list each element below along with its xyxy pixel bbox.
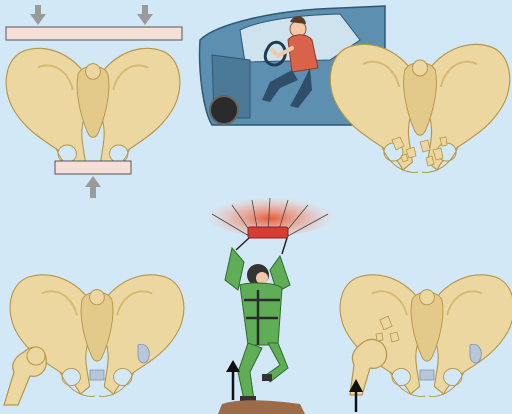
parachute-riser-icon: [248, 227, 288, 238]
down-arrow-icon: [30, 5, 46, 25]
parachute-panel: [204, 192, 336, 414]
pelvis-fractured: [330, 44, 509, 172]
up-arrow-icon: [85, 176, 101, 198]
symphysis-cartilage: [420, 370, 434, 380]
wheel-icon: [210, 96, 238, 124]
top-compression-arrows: [30, 5, 153, 25]
bottom-compression-plate: [55, 161, 131, 174]
joint-cartilage: [470, 344, 481, 363]
ground: [218, 400, 305, 414]
vertical-shear-panel: [340, 275, 512, 412]
pelvis-femur-panel: [4, 275, 184, 405]
hip-joint-cartilage: [138, 344, 149, 363]
compression-panel: [6, 5, 182, 198]
femoral-head: [27, 347, 45, 365]
pelvis-compressed: [6, 48, 180, 173]
upward-force-arrow-icon: [226, 360, 240, 400]
parachutist-figure: [225, 238, 290, 403]
pubic-symphysis-cartilage: [90, 370, 104, 380]
fractured-pelvis-panel: [330, 44, 509, 172]
top-compression-plate: [6, 27, 182, 40]
down-arrow-icon: [137, 5, 153, 25]
